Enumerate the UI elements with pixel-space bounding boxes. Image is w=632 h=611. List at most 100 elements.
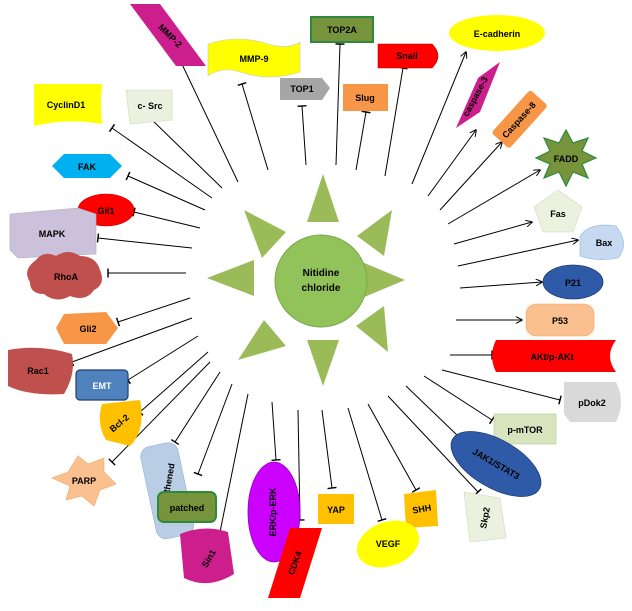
node-rhoa-label: RhoA (54, 272, 78, 282)
edge-top2a (335, 43, 345, 166)
node-slug-label: Slug (355, 93, 375, 103)
node-mmp9-shape (207, 38, 301, 78)
node-mmp9-label: MMP-9 (240, 54, 269, 64)
node-caspase3: caspase-3 (456, 62, 500, 128)
sun-ray-bottom-right (356, 306, 388, 352)
node-top1-shape (280, 78, 330, 100)
node-top2a-shape (310, 16, 374, 43)
edge-smoothened (170, 371, 221, 446)
node-emt-label: EMT (93, 381, 113, 391)
node-jak1stat3-shape (450, 431, 542, 497)
node-mapk-shape (9, 207, 97, 259)
node-fak-label: FAK (78, 162, 97, 172)
node-smoothened: Smoothened (140, 442, 194, 540)
edge-mmp9 (237, 82, 269, 171)
node-bax-label: Bax (596, 238, 613, 248)
node-akt: AKt/p-AKt (492, 340, 616, 372)
edge-erk (271, 401, 281, 462)
node-vegf-label: VEGF (376, 539, 401, 549)
node-pdok2-shape (564, 382, 621, 422)
node-pmtor-shape (493, 413, 557, 445)
node-top2a: TOP2A (310, 16, 374, 43)
sun-rays (207, 174, 405, 386)
node-snail-label: Snail (396, 51, 418, 61)
node-slug: Slug (343, 84, 388, 111)
node-fas-label: Fas (550, 209, 566, 219)
sun-ray-top-left (244, 210, 286, 258)
node-bcl2-shape (99, 400, 142, 446)
node-pdok2: pDok2 (564, 382, 621, 422)
center-label-line2: chloride (302, 283, 341, 294)
node-fak: FAK (52, 154, 122, 178)
node-snail: Snail (377, 43, 439, 69)
node-gli2-shape (56, 312, 118, 344)
node-emt-shape (75, 369, 129, 401)
node-caspase3-shape (456, 62, 500, 128)
edge-skp2 (387, 395, 482, 496)
sun-ray-bottom (307, 340, 339, 386)
node-rhoa: RhoA (27, 252, 102, 300)
node-yap-label: YAP (327, 505, 345, 515)
node-vegf-shape (357, 520, 419, 568)
edge-pdok2 (441, 369, 562, 405)
node-p21-label: P21 (565, 278, 581, 288)
node-rac1-shape (8, 347, 73, 395)
edge-yap (321, 409, 337, 490)
node-cdk4-shape (268, 528, 322, 598)
node-skp2: Skp2 (463, 491, 507, 543)
node-rac1-label: Rac1 (27, 366, 49, 376)
edge-bcl2 (136, 351, 209, 416)
edge-mapk (96, 233, 193, 249)
node-mmp9: MMP-9 (207, 38, 301, 78)
node-sin1-shape (180, 528, 234, 584)
edge-emt (124, 335, 199, 385)
center-node: Nitidine chloride (274, 234, 368, 328)
node-mmp2-shape (130, 4, 206, 66)
node-fadd-shape (534, 128, 598, 188)
edge-fas (453, 222, 532, 245)
edge-gli2 (115, 297, 191, 327)
sun-ray-left (207, 260, 254, 296)
node-yap: YAP (318, 494, 354, 524)
edge-csrc (146, 114, 223, 189)
node-fadd-label: FADD (554, 154, 579, 164)
node-cyclind1: CyclinD1 (34, 84, 102, 126)
node-pdok2-label: pDok2 (578, 398, 606, 408)
node-cyclind1-shape (34, 84, 102, 126)
node-gli2-label: Gli2 (79, 324, 96, 334)
node-ecadherin-shape (449, 15, 545, 51)
node-shh-label: SHH (412, 502, 432, 515)
node-csrc-label: c- Src (137, 101, 162, 111)
edge-cyclind1 (108, 123, 213, 199)
node-p21: P21 (542, 264, 604, 300)
edge-bax (457, 240, 578, 267)
node-mapk-label: MAPK (39, 229, 66, 239)
node-snail-shape (377, 43, 439, 69)
node-csrc-shape (125, 89, 173, 125)
edge-gli1 (132, 207, 201, 229)
node-top2a-label: TOP2A (327, 25, 357, 35)
node-akt-label: AKt/p-AKt (531, 352, 574, 362)
edge-jak1stat3 (405, 385, 462, 440)
node-cdk4: CDK4 (268, 528, 322, 598)
edges (69, 43, 578, 534)
edge-fak (125, 171, 206, 211)
center-circle (274, 234, 368, 328)
node-shh: SHH (404, 490, 438, 528)
node-emt: EMT (75, 369, 129, 401)
edge-patched (193, 383, 233, 477)
node-erk-shape (247, 461, 301, 563)
node-gli1-label: Gli1 (97, 206, 114, 216)
node-p53-label: P53 (552, 316, 568, 326)
node-parp-label: PARP (72, 476, 96, 486)
node-sin1: Sin1 (180, 528, 234, 584)
node-ecadherin-label: E-cadherin (474, 29, 521, 39)
node-pmtor-label: p-mTOR (507, 425, 543, 435)
node-pmtor: p-mTOR (493, 413, 557, 445)
node-patched: patched (157, 491, 217, 523)
node-fas-shape (533, 189, 583, 233)
node-caspase8: Caspase-8 (492, 90, 547, 148)
node-fas: Fas (533, 189, 583, 233)
node-ecadherin: E-cadherin (449, 15, 545, 51)
edge-slug (355, 110, 371, 171)
